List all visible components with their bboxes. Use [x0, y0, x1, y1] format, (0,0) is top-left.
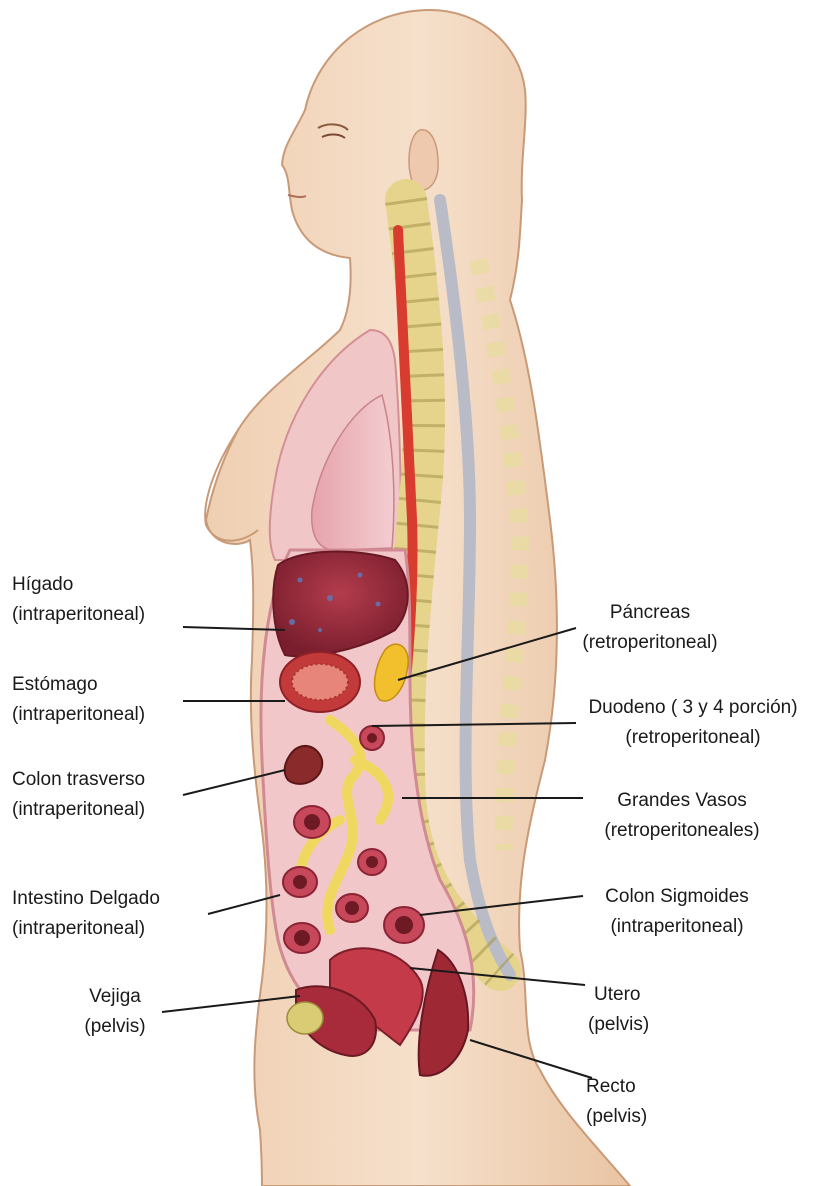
label-intestino-delgado-name: Intestino Delgado: [12, 884, 160, 914]
thoracic-cavity: [270, 330, 401, 560]
label-colon-trasverso-type: (intraperitoneal): [12, 795, 145, 825]
label-duodeno: Duodeno ( 3 y 4 porción) (retroperitonea…: [560, 693, 826, 753]
label-higado-name: Hígado: [12, 570, 145, 600]
label-vejiga-type: (pelvis): [70, 1012, 160, 1042]
label-pancreas-name: Páncreas: [560, 598, 740, 628]
label-higado-type: (intraperitoneal): [12, 600, 145, 630]
label-recto-name: Recto: [586, 1072, 647, 1102]
label-duodeno-name: Duodeno ( 3 y 4 porción): [560, 693, 826, 723]
label-colon-sigmoides-type: (intraperitoneal): [584, 912, 770, 942]
label-pancreas: Páncreas (retroperitoneal): [560, 598, 740, 658]
label-estomago: Estómago (intraperitoneal): [12, 670, 145, 730]
label-intestino-delgado: Intestino Delgado (intraperitoneal): [12, 884, 160, 944]
label-grandes-vasos-type: (retroperitoneales): [584, 816, 780, 846]
label-colon-sigmoides-name: Colon Sigmoides: [584, 882, 770, 912]
label-colon-trasverso-name: Colon trasverso: [12, 765, 145, 795]
label-colon-sigmoides: Colon Sigmoides (intraperitoneal): [584, 882, 770, 942]
label-grandes-vasos-name: Grandes Vasos: [584, 786, 780, 816]
label-recto: Recto (pelvis): [586, 1072, 647, 1132]
label-pancreas-type: (retroperitoneal): [560, 628, 740, 658]
label-higado: Hígado (intraperitoneal): [12, 570, 145, 630]
label-duodeno-type: (retroperitoneal): [560, 723, 826, 753]
label-estomago-type: (intraperitoneal): [12, 700, 145, 730]
label-utero: Utero (pelvis): [588, 980, 649, 1040]
label-utero-type: (pelvis): [588, 1010, 649, 1040]
label-vejiga-name: Vejiga: [70, 982, 160, 1012]
label-recto-type: (pelvis): [586, 1102, 647, 1132]
label-utero-name: Utero: [588, 980, 649, 1010]
label-grandes-vasos: Grandes Vasos (retroperitoneales): [584, 786, 780, 846]
label-intestino-delgado-type: (intraperitoneal): [12, 914, 160, 944]
label-vejiga: Vejiga (pelvis): [70, 982, 160, 1042]
label-estomago-name: Estómago: [12, 670, 145, 700]
label-colon-trasverso: Colon trasverso (intraperitoneal): [12, 765, 145, 825]
